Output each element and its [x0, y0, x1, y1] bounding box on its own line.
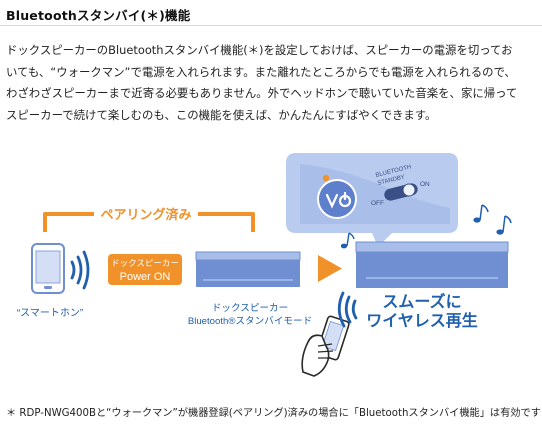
page-title: Bluetoothスタンバイ(＊)機能	[6, 8, 191, 23]
dock-speaker-standby	[195, 251, 301, 287]
hand-holding-phone-icon	[301, 315, 350, 377]
header-divider	[0, 25, 542, 26]
power-button-icon	[325, 191, 352, 209]
power-badge-line2: Power ON	[120, 271, 171, 283]
standby-toggle	[384, 183, 418, 201]
page-header: Bluetoothスタンバイ(＊)機能	[0, 0, 542, 26]
signal-waves-icon	[70, 250, 90, 290]
description-line-3: わざわざスピーカーまで近寄る必要もありません。外でヘッドホンで聴いていた音楽を、…	[6, 86, 518, 100]
description-line-4: スピーカーで続けて楽しむのも、この機能を使えば、かんたんにすばやくできます。	[6, 107, 437, 122]
smooth-label-line2: ワイヤレス再生	[366, 311, 478, 330]
dock-label-line2: Bluetooth®スタンバイモード	[188, 316, 312, 327]
pairing-label: ペアリング済み	[100, 207, 191, 222]
description-text: ドックスピーカーのBluetoothスタンバイ機能(＊)を設定しておけば、スピー…	[6, 40, 538, 126]
bubble-on-label: ON	[420, 181, 430, 188]
power-on-badge: ドックスピーカー Power ON	[108, 254, 182, 285]
bubble-off-label: OFF	[371, 200, 384, 207]
dock-speaker-active	[355, 241, 509, 288]
description-line-1: ドックスピーカーのBluetoothスタンバイ機能(＊)を設定しておけば、スピー…	[6, 43, 513, 57]
speech-bubble: BLUETOOTH STANDBY OFF ON	[286, 153, 458, 247]
pairing-bracket: ペアリング済み	[43, 204, 255, 232]
diagram-svg: ペアリング済み “スマートホン” ドックスピーカー Power ON ドックスピ…	[17, 153, 512, 377]
music-note-icon	[340, 232, 355, 249]
description-line-2: いても、“ウォークマン”で電源を入れられます。また離れたところからでも電源を入れ…	[6, 64, 516, 79]
power-badge-line1: ドックスピーカー	[111, 258, 179, 268]
standby-indicator-icon	[322, 174, 330, 182]
music-note-icon	[473, 204, 489, 223]
music-note-icon	[496, 215, 512, 235]
arrow-right-icon	[318, 255, 342, 282]
dock-label-line1: ドックスピーカー	[212, 303, 288, 314]
standby-diagram: ペアリング済み “スマートホン” ドックスピーカー Power ON ドックスピ…	[0, 148, 542, 388]
signal-waves-icon	[337, 291, 358, 328]
smartphone-icon	[31, 243, 65, 294]
smartphone-label: “スマートホン”	[17, 307, 83, 319]
smooth-label-line1: スムーズに	[382, 292, 461, 311]
footnote: ＊ RDP-NWG400Bと“ウォークマン”が機器登録(ペアリング)済みの場合に…	[6, 408, 541, 419]
